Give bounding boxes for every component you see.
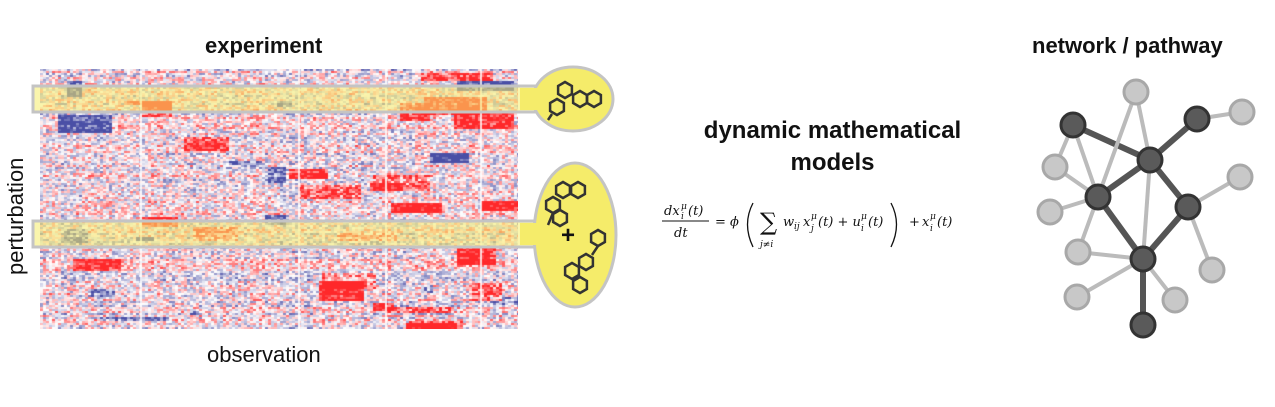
combine-plus: + <box>561 222 576 249</box>
svg-text:(t): (t) <box>688 204 703 219</box>
svg-text:i: i <box>681 212 684 222</box>
ring-icon <box>585 89 603 109</box>
svg-text:(t): (t) <box>937 215 952 230</box>
network-node <box>1228 98 1256 126</box>
ring-icon <box>544 195 562 215</box>
network-node <box>1122 78 1150 106</box>
models-title-line1: dynamic mathematical <box>703 117 962 144</box>
svg-text:μ: μ <box>930 212 936 222</box>
ring-icon <box>563 261 581 281</box>
ring-icon <box>548 97 566 117</box>
network-node <box>1064 238 1092 266</box>
svg-text:∑: ∑ <box>760 208 777 236</box>
molecule-icons <box>544 80 607 295</box>
ring-icon <box>571 89 589 109</box>
models-title: dynamic mathematical models <box>660 115 1005 179</box>
svg-text:x: x <box>803 215 811 230</box>
bond-icon <box>590 245 600 256</box>
ring-icon <box>571 275 589 295</box>
network-graph <box>1036 78 1256 339</box>
network-node <box>1059 111 1087 139</box>
network-edge <box>1096 91 1138 198</box>
svg-text:=: = <box>715 215 726 230</box>
network-node <box>1063 283 1091 311</box>
network-node <box>1161 286 1189 314</box>
svg-text:w: w <box>783 215 794 230</box>
svg-text:(t): (t) <box>868 215 883 230</box>
experiment-title: experiment <box>205 33 323 58</box>
models-title-line2: models <box>790 149 875 176</box>
svg-text:j≠i: j≠i <box>758 240 773 250</box>
svg-text:μ: μ <box>681 202 687 212</box>
svg-text:ϕ: ϕ <box>730 215 739 230</box>
svg-text:i: i <box>930 224 933 234</box>
bond-icon <box>546 212 555 226</box>
network-node <box>1183 105 1211 133</box>
svg-text:+: + <box>909 215 920 230</box>
svg-text:ij: ij <box>794 222 800 232</box>
network-node <box>1129 311 1157 339</box>
svg-text:μ: μ <box>861 212 867 222</box>
network-node <box>1136 146 1164 174</box>
dynamic-model-equation: dx μ i (t) dt = ϕ ∑ j≠i w ij x μ j (t) +… <box>662 202 952 250</box>
bond-icon <box>546 113 554 121</box>
network-node <box>1198 256 1226 284</box>
network-nodes <box>1036 78 1256 339</box>
svg-text:i: i <box>861 224 864 234</box>
network-node <box>1174 193 1202 221</box>
ring-icon <box>589 228 607 248</box>
expression-heatmap <box>40 69 518 329</box>
network-node <box>1041 153 1069 181</box>
ring-icon <box>569 180 587 200</box>
network-node <box>1084 183 1112 211</box>
svg-text:dx: dx <box>664 204 680 219</box>
network-node <box>1129 245 1157 273</box>
network-edge <box>1071 122 1152 163</box>
observation-axis-label: observation <box>207 342 321 367</box>
network-title: network / pathway <box>1032 33 1223 58</box>
perturbation-axis-label: perturbation <box>3 157 28 275</box>
svg-text:j: j <box>809 224 814 234</box>
network-node <box>1226 163 1254 191</box>
svg-text:μ: μ <box>811 212 817 222</box>
network-edge <box>1141 159 1152 260</box>
network-node <box>1036 198 1064 226</box>
ring-icon <box>556 80 574 100</box>
svg-text:(t) + u: (t) + u <box>818 215 861 230</box>
svg-text:x: x <box>922 215 930 230</box>
ring-icon <box>554 180 572 200</box>
ring-icon <box>577 252 595 272</box>
svg-text:dt: dt <box>674 226 688 241</box>
